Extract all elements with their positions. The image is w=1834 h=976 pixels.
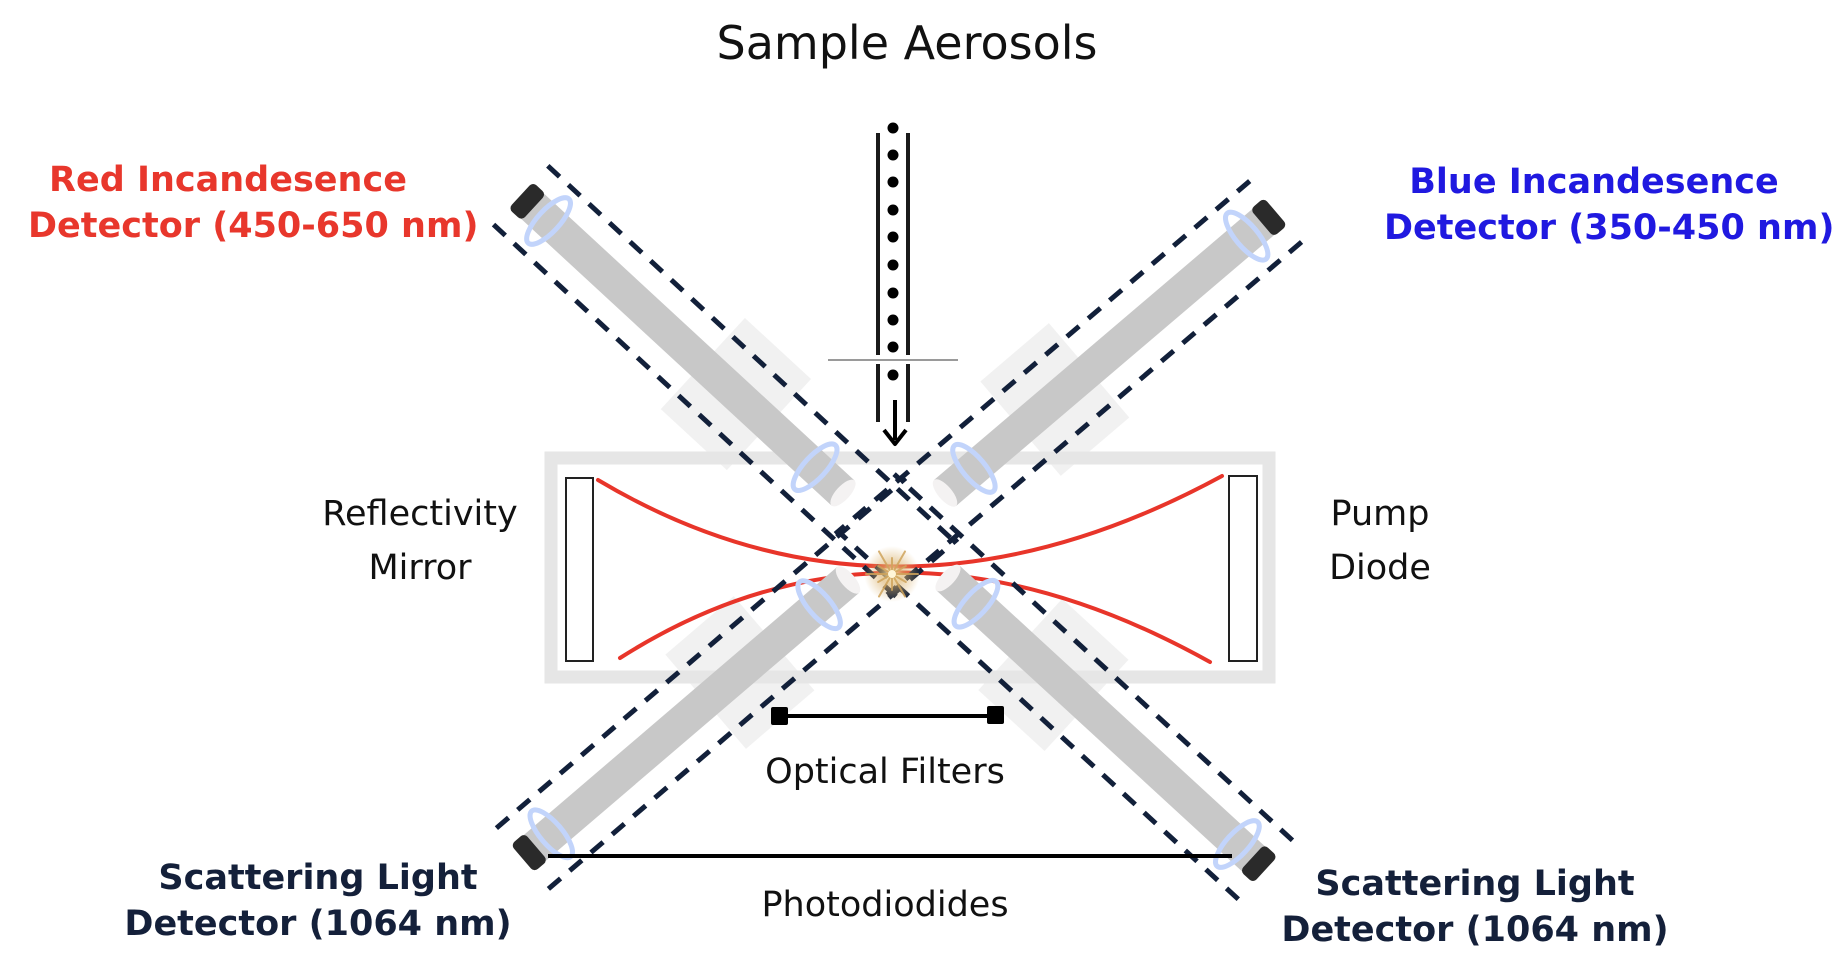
flash-ray <box>891 550 906 575</box>
mirror-label-line1: Reflectivity <box>322 494 518 534</box>
aerosol-particle <box>887 341 899 353</box>
diagram-title: Sample Aerosols <box>716 16 1098 70</box>
blue-label-line2: Detector (350-450 nm) <box>1384 207 1834 248</box>
red-label-line2: Detector (450-650 nm) <box>28 205 479 246</box>
tube-lens <box>835 566 861 594</box>
scatter-left-line1: Scattering Light <box>158 858 478 898</box>
blue-incandescence-detector-tube <box>932 199 1286 507</box>
detector-cap-icon <box>1241 846 1276 881</box>
pump-label-line2: Diode <box>1329 548 1431 589</box>
ring-icon <box>1213 818 1262 870</box>
detector-tubes <box>510 184 1286 881</box>
scatter-right-line1: Scattering Light <box>1315 864 1635 904</box>
ring-icon <box>951 577 1001 630</box>
flash-ray <box>878 550 893 575</box>
optical-cavity <box>544 451 1276 684</box>
red-incandescence-detector-label: Red Incandesence Detector (450-650 nm) <box>28 158 479 249</box>
aerosol-particle <box>887 176 899 188</box>
red-label-line1: Red Incandesence <box>49 160 407 200</box>
optical-filter-bar <box>771 706 1004 725</box>
tube-lens <box>830 479 856 507</box>
aerosol-particle <box>887 149 899 161</box>
ring-icon <box>524 195 573 247</box>
flash-ray <box>878 573 893 598</box>
tube-body <box>933 205 1280 506</box>
ring-icon <box>1223 209 1271 263</box>
flash-ray <box>891 573 906 598</box>
mirror-label-line2: Mirror <box>368 548 472 589</box>
incandescence-flash-icon <box>864 546 920 602</box>
aerosol-particle <box>887 231 899 243</box>
photodiodes-label: Photodiodides <box>761 885 1009 925</box>
blue-label-line1: Blue Incandesence <box>1409 162 1779 202</box>
reflectivity-mirror-element <box>565 477 594 662</box>
scatter-left-line2: Detector (1064 nm) <box>124 903 512 944</box>
red-incandescence-detector-tube <box>510 184 856 507</box>
scattering-detector-left-label: Scattering Light Detector (1064 nm) <box>118 856 518 947</box>
aerosol-particles <box>887 122 899 381</box>
aerosol-inlet <box>828 122 958 446</box>
tube-body <box>516 189 855 506</box>
tube-lens <box>935 564 961 592</box>
blue-incandescence-detector-label: Blue Incandesence Detector (350-450 nm) <box>1384 160 1834 251</box>
aerosol-particle <box>887 259 899 271</box>
aerosol-particle <box>887 204 899 216</box>
aerosol-particle <box>887 314 899 326</box>
scattering-detector-right-tube <box>935 564 1276 881</box>
field-of-view-dash-line <box>491 222 899 599</box>
field-of-view-dash-line <box>885 240 1304 597</box>
optical-filters-label: Optical Filters <box>765 752 1005 792</box>
field-of-view-dash-line <box>494 476 908 831</box>
tube-lens <box>932 479 958 507</box>
ring-icon <box>790 441 840 493</box>
ring-icon <box>950 441 998 495</box>
aerosol-particle <box>887 369 899 381</box>
detector-cap-icon <box>1252 199 1286 235</box>
field-of-view-dash-line <box>892 472 1295 843</box>
detector-cap-icon <box>510 184 545 219</box>
field-of-view-dash-line <box>833 179 1252 536</box>
tube-body <box>936 565 1270 876</box>
scatter-right-line2: Detector (1064 nm) <box>1281 909 1669 950</box>
ring-icon <box>795 578 843 632</box>
pump-diode-element <box>1228 475 1258 662</box>
tube-body <box>518 567 860 865</box>
field-of-view-dash-line <box>546 163 953 541</box>
detector-cap-icon <box>512 835 546 871</box>
pump-label-line1: Pump <box>1330 494 1430 534</box>
aerosol-particle <box>887 287 899 299</box>
scattering-detector-right-label: Scattering Light Detector (1064 nm) <box>1275 862 1675 953</box>
pump-diode-label: Pump Diode <box>1300 487 1460 596</box>
reflectivity-mirror-label: Reflectivity Mirror <box>300 487 540 596</box>
aerosol-particle <box>887 122 899 134</box>
flow-arrow-icon <box>882 400 908 446</box>
